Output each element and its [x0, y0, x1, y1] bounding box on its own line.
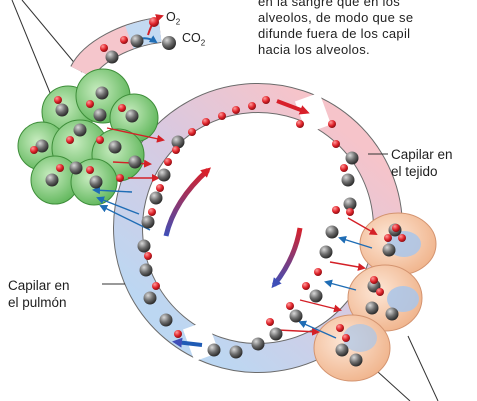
co2-molecule: [383, 244, 396, 257]
o2-molecule: [30, 146, 38, 154]
o2-molecule: [66, 136, 74, 144]
co2-molecule: [106, 51, 119, 64]
o2-molecule: [376, 288, 384, 296]
o2-molecule: [86, 100, 94, 108]
co2-molecule: [131, 35, 144, 48]
o2-molecule: [370, 276, 378, 284]
co2-molecule: [90, 176, 103, 189]
o2-molecule: [156, 184, 164, 192]
co2-molecule: [46, 174, 59, 187]
o2-symbol: O: [166, 10, 176, 24]
co2-molecule: [126, 110, 139, 123]
o2-molecule: [314, 268, 322, 276]
o2-subscript: 2: [176, 18, 180, 27]
co2-molecule: [74, 124, 87, 137]
co2-molecule: [270, 328, 283, 341]
o2-molecule: [56, 164, 64, 172]
label-line: Capilar en: [391, 146, 453, 163]
legend-co2-label: CO2: [182, 31, 205, 48]
o2-molecule: [174, 330, 182, 338]
o2-molecule: [336, 324, 344, 332]
co2-molecule: [150, 192, 163, 205]
o2-molecule: [172, 146, 180, 154]
caption-line: difunde fuera de los capil: [258, 26, 477, 42]
o2-molecule: [100, 44, 108, 52]
o2-molecule: [286, 302, 294, 310]
o2-molecule: [328, 120, 336, 128]
blood-flow-arrow-left: [166, 170, 208, 236]
co2-symbol: CO: [182, 31, 201, 45]
co2-molecule: [386, 308, 399, 321]
o2-molecule: [302, 282, 310, 290]
o2-molecule: [248, 102, 256, 110]
o2-molecule: [384, 234, 392, 242]
o2-molecule: [202, 118, 210, 126]
co2-molecule: [158, 169, 171, 182]
co2-molecule: [94, 109, 107, 122]
o2-molecule: [144, 252, 152, 260]
co2-molecule: [310, 290, 323, 303]
ring-gaps: [183, 93, 331, 362]
label-tissue-capillary: Capilar en el tejido: [391, 146, 453, 180]
o2-molecule: [218, 112, 226, 120]
o2-molecule: [152, 282, 160, 290]
o2-molecule: [164, 158, 172, 166]
co2-molecule: [140, 264, 153, 277]
legend-o2-label: O2: [166, 10, 180, 27]
co2-molecule: [336, 344, 349, 357]
o2-molecule: [188, 128, 196, 136]
o2-molecule: [342, 334, 350, 342]
label-line: Capilar en: [8, 277, 70, 294]
co2-molecule: [129, 156, 142, 169]
blood-flow-arrow-right: [274, 228, 300, 285]
o2-molecule: [232, 106, 240, 114]
o2-molecule: [340, 164, 348, 172]
co2-molecule: [208, 344, 221, 357]
co2-molecule: [96, 87, 109, 100]
o2-molecule: [86, 166, 94, 174]
o2-molecule: [116, 174, 124, 182]
legend-co2-icon: [162, 36, 176, 50]
co2-molecule: [346, 152, 359, 165]
o2-molecule: [118, 104, 126, 112]
o2-molecule: [332, 206, 340, 214]
o2-molecule: [96, 136, 104, 144]
caption-line: en la sangre que en los: [258, 0, 477, 10]
lung-vessel: [82, 30, 160, 72]
o2-molecule: [266, 318, 274, 326]
o2-molecule: [346, 208, 354, 216]
co2-molecule: [70, 162, 83, 175]
co2-molecule: [109, 141, 122, 154]
co2-molecule: [142, 216, 155, 229]
caption-line: hacia los alveolos.: [258, 42, 477, 58]
label-line: el pulmón: [8, 294, 70, 311]
co2-molecule: [144, 292, 157, 305]
o2-molecule: [148, 208, 156, 216]
co2-molecule: [290, 310, 303, 323]
co2-molecule: [138, 240, 151, 253]
co2-molecule: [326, 226, 339, 239]
co2-molecule: [230, 346, 243, 359]
o2-molecule: [332, 140, 340, 148]
label-lung-capillary: Capilar en el pulmón: [8, 277, 70, 311]
co2-molecule: [350, 354, 363, 367]
o2-molecule: [54, 96, 62, 104]
co2-molecule: [366, 302, 379, 315]
legend-o2-icon: [149, 17, 159, 27]
o2-molecule: [262, 96, 270, 104]
caption-text: en la sangre que en los alveolos, de mod…: [258, 0, 477, 58]
o2-molecule: [296, 120, 304, 128]
caption-line: alveolos, de modo que se: [258, 10, 477, 26]
o2-molecule: [392, 224, 400, 232]
co2-molecule: [252, 338, 265, 351]
label-line: el tejido: [391, 163, 453, 180]
co2-molecule: [320, 246, 333, 259]
o2-molecule: [120, 36, 128, 44]
co2-molecule: [160, 314, 173, 327]
co2-molecule: [56, 104, 69, 117]
co2-subscript: 2: [201, 39, 205, 48]
co2-molecule: [342, 174, 355, 187]
o2-molecule: [398, 234, 406, 242]
